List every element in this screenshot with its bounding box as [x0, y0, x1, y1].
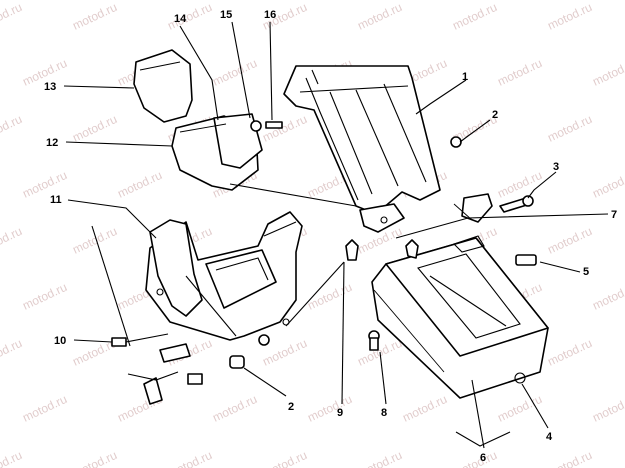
callout-15: 15 [220, 9, 232, 21]
callout-7: 7 [611, 209, 617, 221]
callout-9: 9 [337, 407, 343, 419]
callout-1: 1 [462, 71, 468, 83]
callout-2-bottom: 2 [288, 401, 294, 413]
callout-2-top: 2 [492, 109, 498, 121]
callout-16: 16 [264, 9, 276, 21]
watermark-text: motod.ru [0, 224, 24, 257]
watermark-text: motod.ru [450, 448, 499, 468]
watermark-text: motod.ru [0, 448, 24, 468]
cradle-bracket [145, 211, 303, 341]
watermark-text: motod.ru [305, 392, 354, 425]
watermark-text: motod.ru [165, 448, 214, 468]
callout-8: 8 [381, 407, 387, 419]
rectifier-regulator [171, 113, 263, 191]
watermark-text: motod.ru [20, 392, 69, 425]
callout-10: 10 [54, 335, 66, 347]
watermark-text: motod.ru [400, 392, 449, 425]
watermark-text: motod.ru [20, 168, 69, 201]
control-unit [371, 235, 549, 399]
watermark-text: motod.ru [210, 56, 259, 89]
watermark-text: motod.ru [260, 448, 309, 468]
watermark-text: motod.ru [0, 112, 24, 145]
callout-13: 13 [44, 81, 56, 93]
callout-12: 12 [46, 137, 58, 149]
watermark-text: motod.ru [545, 112, 594, 145]
watermark-text: motod.ru [165, 0, 214, 33]
callout-5: 5 [583, 266, 589, 278]
callout-4: 4 [546, 431, 553, 443]
watermark-text: motod.ru [450, 0, 499, 33]
watermark-text: motod.ru [70, 224, 119, 257]
watermark-text: motod.ru [495, 168, 544, 201]
watermark-text: motod.ru [70, 112, 119, 145]
leader-lines [63, 21, 609, 449]
watermark-text: motod.ru [590, 392, 625, 425]
watermark-text: motod.ru [0, 336, 24, 369]
watermark-text: motod.ru [545, 0, 594, 33]
watermark-text: motod.ru [590, 168, 625, 201]
watermark-text: motod.ru [115, 168, 164, 201]
watermark-text: motod.ru [545, 224, 594, 257]
watermark-text: motod.ru [355, 0, 404, 33]
fasteners [91, 120, 537, 405]
watermark-text: motod.ru [495, 56, 544, 89]
watermark-text: motod.ru [0, 0, 24, 33]
main-bracket [283, 65, 493, 233]
watermark-text: motod.ru [70, 0, 119, 33]
watermark-text: motod.ru [545, 336, 594, 369]
watermark-text: motod.ru [355, 448, 404, 468]
callout-6: 6 [480, 452, 486, 464]
watermark-text: motod.ru [545, 448, 594, 468]
watermark-text: motod.ru [590, 56, 625, 89]
callout-3: 3 [553, 161, 559, 173]
callout-11: 11 [50, 194, 62, 206]
regulator-unit [133, 49, 193, 123]
callout-14: 14 [174, 13, 187, 25]
watermark-text: motod.ru [590, 280, 625, 313]
watermark-text: motod.ru [20, 280, 69, 313]
callout-numbers: 1 2 3 7 5 4 6 8 9 2 10 11 12 13 14 15 16 [44, 9, 617, 464]
watermark-text: motod.ru [70, 448, 119, 468]
watermark-text: motod.ru [210, 392, 259, 425]
